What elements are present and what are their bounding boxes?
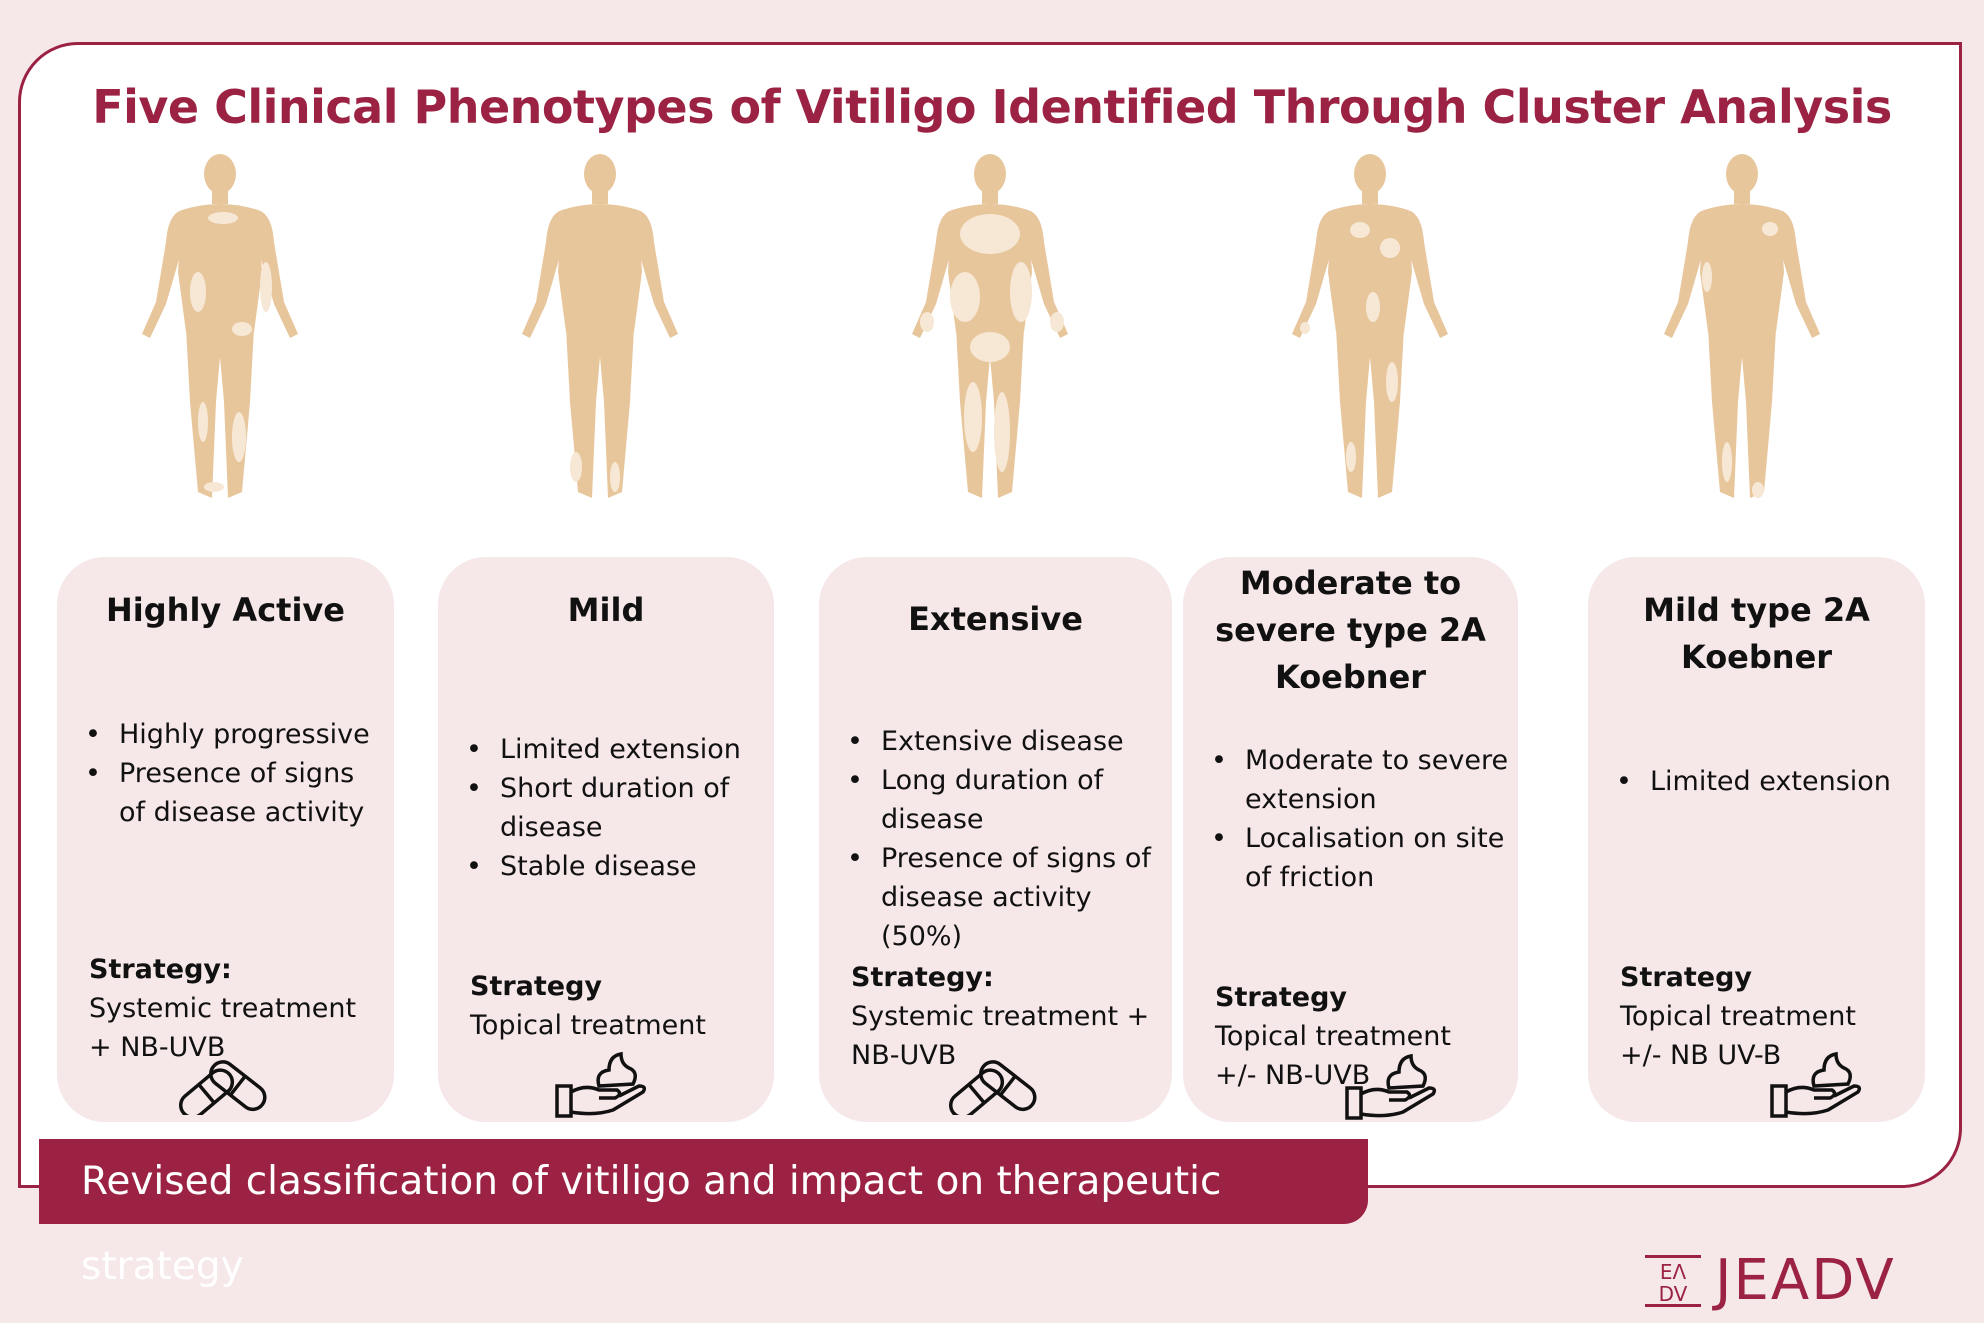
heading-line: Koebner (1274, 658, 1427, 696)
card-bullets: Limited extensionShort duration of disea… (466, 730, 766, 886)
pill-capsules-icon (945, 1055, 1041, 1120)
strategy-label: Strategy (1620, 962, 1753, 993)
jeadv-logo: EΛ DV JEADV (1645, 1248, 1896, 1313)
card-heading: Extensive (819, 596, 1172, 643)
heading-line: severe type 2A (1215, 611, 1486, 649)
bullet-item: Stable disease (466, 847, 766, 886)
card-strategy: Strategy: Systemic treatment + NB-UVB (851, 958, 1162, 1075)
card-heading: Highly Active (57, 587, 394, 634)
strategy-line: Topical treatment (1620, 1001, 1856, 1032)
card-bullets: Extensive diseaseLong duration of diseas… (847, 722, 1164, 956)
page-title: Five Clinical Phenotypes of Vitiligo Ide… (92, 80, 1892, 134)
body-silhouette-5 (1664, 154, 1820, 498)
body-silhouette-3 (912, 154, 1068, 498)
bullet-item: Highly progressive (85, 715, 386, 754)
body-silhouette-2 (522, 154, 678, 498)
strategy-line: Topical treatment (470, 1010, 706, 1041)
phenotype-card-2: MildLimited extensionShort duration of d… (438, 557, 774, 1122)
svg-text:DV: DV (1659, 1282, 1688, 1306)
strategy-line: Systemic treatment (89, 993, 357, 1024)
card-bullets: Limited extension (1616, 762, 1917, 801)
bullet-item: Presence of signs of disease activity (5… (847, 839, 1164, 956)
heading-line: Highly Active (106, 591, 345, 629)
card-bullets: Moderate to severe extensionLocalisation… (1211, 741, 1510, 897)
card-heading: Mild type 2A Koebner (1588, 587, 1925, 681)
strategy-label: Strategy: (851, 962, 994, 993)
heading-line: Mild type 2A (1643, 591, 1870, 629)
strategy-label: Strategy (470, 971, 603, 1002)
card-bullets: Highly progressivePresence of signs of d… (85, 715, 386, 832)
phenotype-card-5: Mild type 2A KoebnerLimited extensionStra… (1588, 557, 1925, 1122)
card-heading: Moderate to severe type 2A Koebner (1183, 560, 1518, 701)
phenotype-card-1: Highly ActiveHighly progressivePresence … (57, 557, 394, 1122)
hand-cream-icon (1345, 1052, 1441, 1126)
bullet-item: Long duration of disease (847, 761, 1164, 839)
bullet-item: Short duration of disease (466, 769, 766, 847)
hand-cream-icon (555, 1050, 651, 1124)
body-silhouette-4 (1292, 154, 1448, 498)
strategy-line: +/- NB-UVB (1215, 1060, 1371, 1091)
bottom-banner: Revised classification of vitiligo and i… (39, 1139, 1368, 1289)
strategy-line: Topical treatment (1215, 1021, 1451, 1052)
svg-text:EΛ: EΛ (1660, 1260, 1687, 1284)
strategy-label: Strategy (1215, 982, 1348, 1013)
heading-line: Koebner (1680, 638, 1833, 676)
eadv-logo-mark-icon: EΛ DV (1645, 1254, 1701, 1307)
card-strategy: Strategy: Systemic treatment + NB-UVB (89, 950, 384, 1067)
heading-line: Mild (567, 591, 645, 629)
strategy-line: NB-UVB (851, 1040, 957, 1071)
bullet-item: Localisation on site of friction (1211, 819, 1510, 897)
strategy-label: Strategy: (89, 954, 232, 985)
strategy-line: Systemic treatment + (851, 1001, 1150, 1032)
body-silhouette-1 (142, 154, 298, 498)
bullet-item: Limited extension (466, 730, 766, 769)
card-heading: Mild (438, 587, 774, 634)
bullet-item: Presence of signs of disease activity (85, 754, 386, 832)
bullet-item: Limited extension (1616, 762, 1917, 801)
heading-line: Extensive (908, 600, 1083, 638)
bullet-item: Extensive disease (847, 722, 1164, 761)
pill-capsules-icon (175, 1055, 271, 1120)
strategy-line: +/- NB UV-B (1620, 1040, 1782, 1071)
phenotype-card-3: ExtensiveExtensive diseaseLong duration … (819, 557, 1172, 1122)
hand-cream-icon (1770, 1050, 1866, 1124)
bullet-item: Moderate to severe extension (1211, 741, 1510, 819)
jeadv-wordmark: JEADV (1715, 1248, 1896, 1313)
strategy-line: + NB-UVB (89, 1032, 226, 1063)
heading-line: Moderate to (1239, 564, 1462, 602)
